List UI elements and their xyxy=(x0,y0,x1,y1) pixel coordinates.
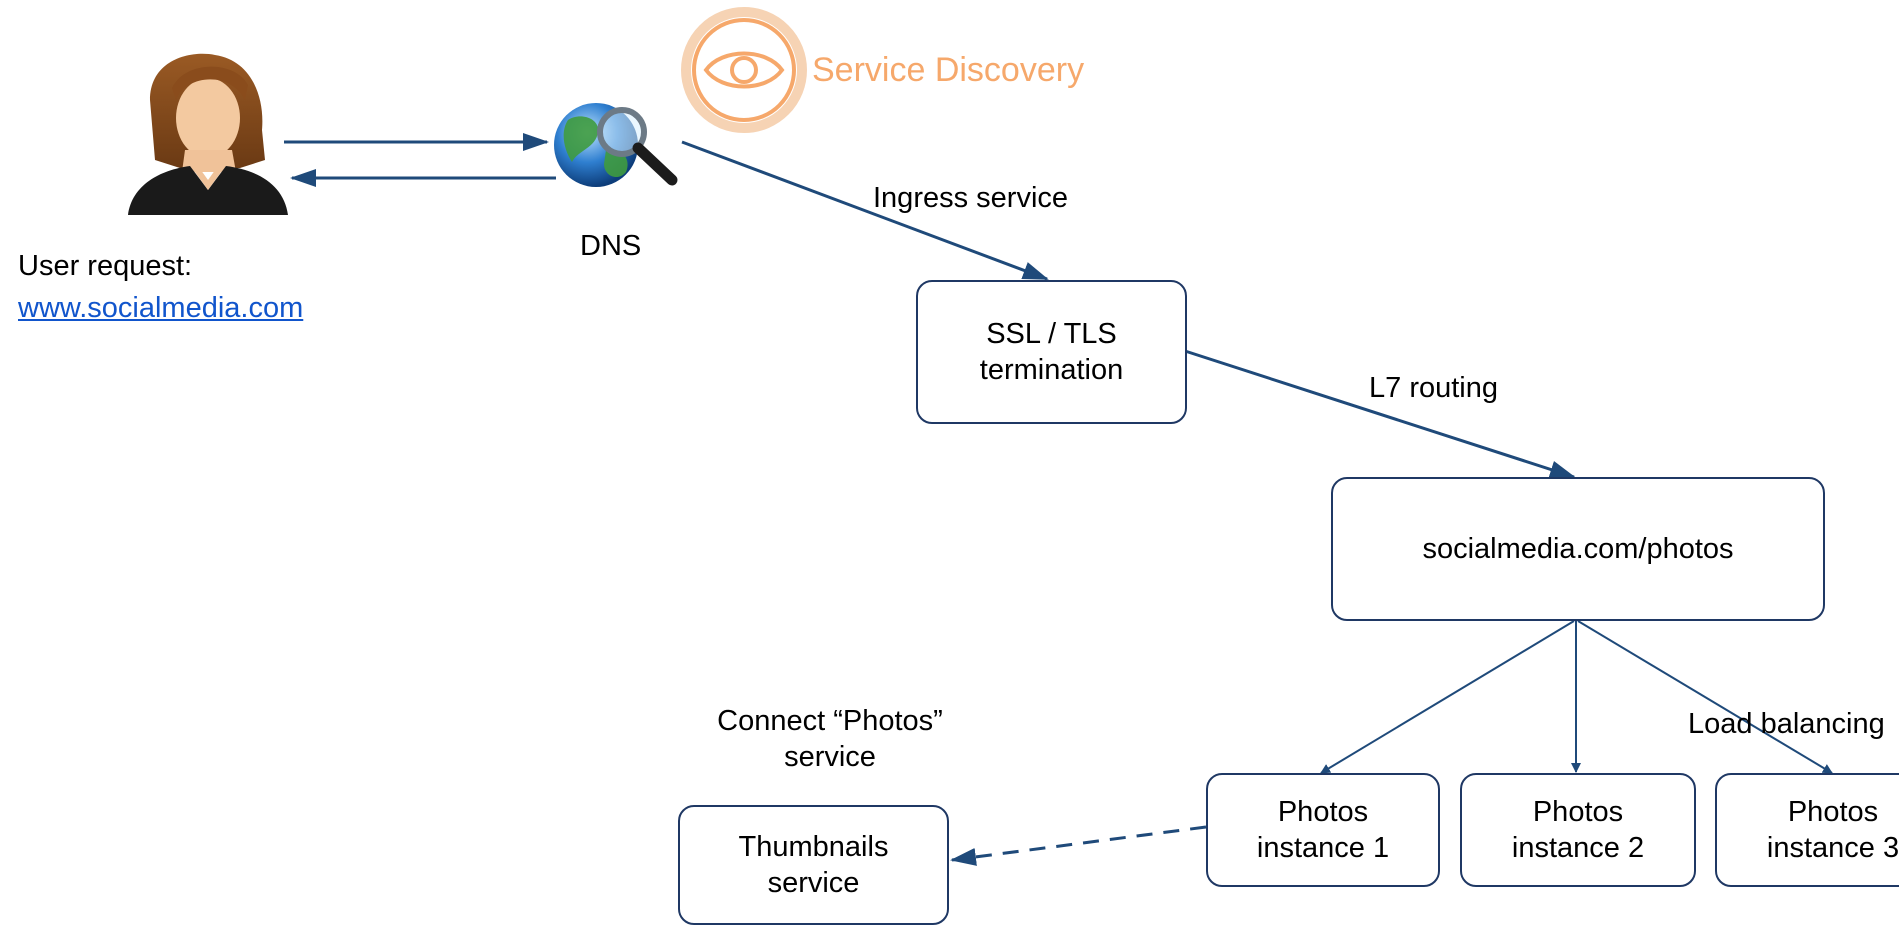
node-photos-instance-2[interactable]: Photos instance 2 xyxy=(1460,773,1696,887)
node-ssl-line1: SSL / TLS xyxy=(986,318,1117,350)
dns-label: DNS xyxy=(580,230,642,262)
node-photos-instance-3[interactable]: Photos instance 3 xyxy=(1715,773,1899,887)
arrow-ssl-to-photos-route xyxy=(1184,349,1576,479)
edge-label-connect: Connect “Photos” service xyxy=(660,703,1000,775)
edge-label-connect-line2: service xyxy=(784,741,876,773)
instance-2-line2: instance 2 xyxy=(1511,832,1645,864)
edge-label-l7-routing: L7 routing xyxy=(1369,372,1498,404)
thumbnails-line1: Thumbnails xyxy=(738,831,889,863)
instance-3-line2: instance 3 xyxy=(1766,832,1899,864)
arrow-route-to-instance-3 xyxy=(1577,620,1833,774)
node-ssl-tls-termination[interactable]: SSL / TLS termination xyxy=(916,280,1187,424)
edge-label-connect-line1: Connect “Photos” xyxy=(717,705,943,737)
node-ssl-line2: termination xyxy=(979,354,1124,386)
node-thumbnails-service[interactable]: Thumbnails service xyxy=(678,805,949,925)
arrow-route-to-instance-1 xyxy=(1320,620,1575,774)
edge-label-ingress: Ingress service xyxy=(873,182,1069,214)
user-request-link[interactable]: www.socialmedia.com xyxy=(18,292,304,324)
eye-icon xyxy=(681,7,807,133)
service-discovery-label: Service Discovery xyxy=(812,51,1085,89)
diagram-canvas xyxy=(128,7,1833,866)
user-avatar-icon xyxy=(128,53,288,215)
dns-globe-icon xyxy=(554,103,678,187)
user-request-label: User request: xyxy=(18,250,193,282)
edge-label-load-balancing: Load balancing xyxy=(1688,708,1885,740)
node-photos-instance-1[interactable]: Photos instance 1 xyxy=(1206,773,1440,887)
arrow-instance-to-thumbnails xyxy=(950,825,1207,866)
thumbnails-line2: service xyxy=(767,867,860,899)
node-photos-route[interactable]: socialmedia.com/photos xyxy=(1331,477,1825,621)
instance-3-line1: Photos xyxy=(1787,796,1879,828)
node-photos-route-label: socialmedia.com/photos xyxy=(1422,533,1734,565)
instance-1-line1: Photos xyxy=(1277,796,1369,828)
arrow-dns-to-ssl xyxy=(681,140,1049,281)
instance-2-line1: Photos xyxy=(1532,796,1624,828)
instance-1-line2: instance 1 xyxy=(1256,832,1390,864)
